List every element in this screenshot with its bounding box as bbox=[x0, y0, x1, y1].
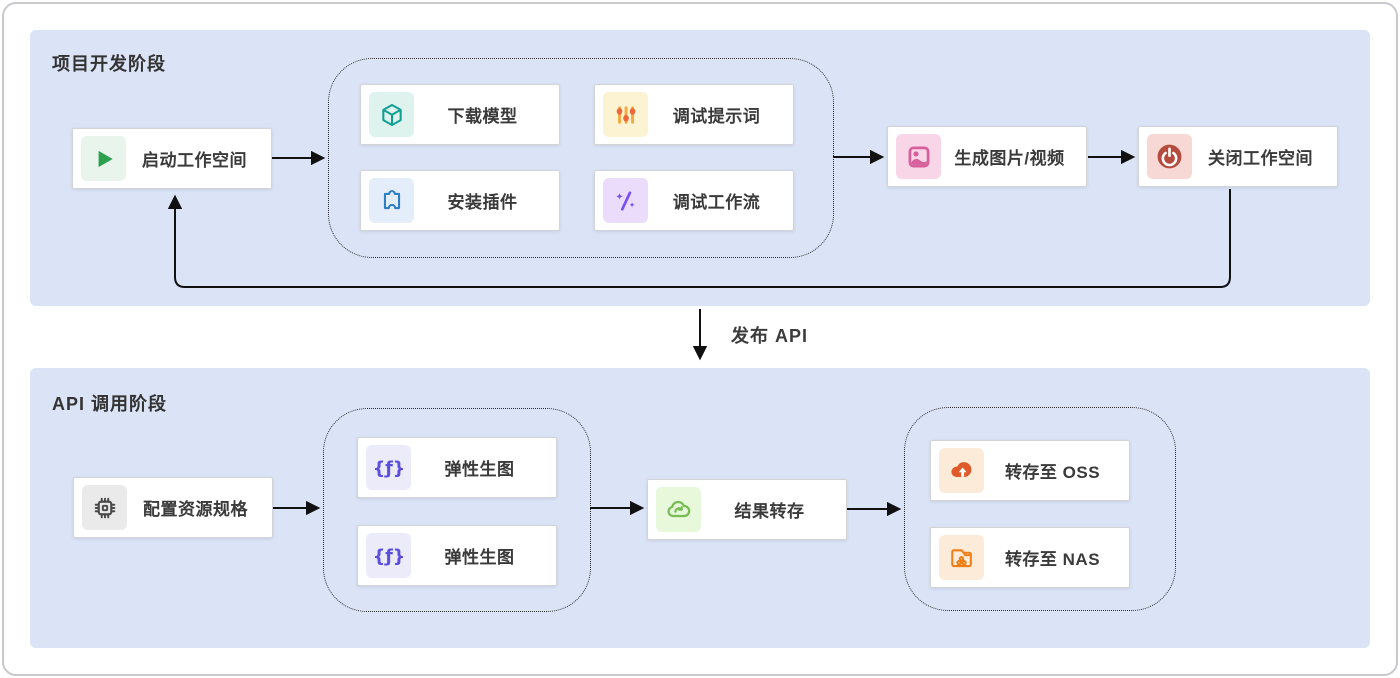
node-label: 关闭工作空间 bbox=[1208, 149, 1313, 168]
node-close-workspace: 关闭工作空间 bbox=[1138, 126, 1338, 187]
node-label: 转存至 NAS bbox=[1004, 550, 1101, 569]
node-elastic-gen-1: {ƒ} 弹性生图 bbox=[357, 437, 557, 498]
power-icon bbox=[1147, 134, 1192, 179]
node-transfer-oss: 转存至 OSS bbox=[930, 440, 1130, 501]
svg-text:{ƒ}: {ƒ} bbox=[375, 458, 403, 478]
cloud-sync-icon bbox=[656, 487, 701, 532]
node-install-plugin: 安装插件 bbox=[360, 170, 560, 231]
node-label: 弹性生图 bbox=[444, 548, 515, 567]
node-debug-prompt: 调试提示词 bbox=[594, 84, 794, 145]
node-label: 转存至 OSS bbox=[1004, 463, 1101, 482]
dev-phase-title: 项目开发阶段 bbox=[52, 54, 166, 74]
node-result-transfer: 结果转存 bbox=[647, 479, 847, 540]
function-icon: {ƒ} bbox=[366, 533, 411, 578]
node-elastic-gen-2: {ƒ} 弹性生图 bbox=[357, 525, 557, 586]
node-label: 调试工作流 bbox=[672, 193, 761, 212]
image-icon bbox=[896, 134, 941, 179]
node-debug-workflow: 调试工作流 bbox=[594, 170, 794, 231]
node-label: 弹性生图 bbox=[444, 460, 515, 479]
node-config-resource: 配置资源规格 bbox=[73, 477, 273, 538]
chip-icon bbox=[82, 485, 127, 530]
node-label: 下载模型 bbox=[447, 107, 518, 126]
node-transfer-nas: 转存至 NAS bbox=[930, 527, 1130, 588]
node-label: 调试提示词 bbox=[672, 107, 761, 126]
sliders-icon bbox=[603, 92, 648, 137]
cube-icon bbox=[369, 92, 414, 137]
transfer-targets-group bbox=[904, 407, 1176, 611]
node-start-workspace: 启动工作空间 bbox=[72, 128, 272, 189]
node-label: 启动工作空间 bbox=[142, 151, 247, 170]
sparkles-slash-icon bbox=[603, 178, 648, 223]
node-download-model: 下载模型 bbox=[360, 84, 560, 145]
node-label: 结果转存 bbox=[734, 502, 805, 521]
function-icon: {ƒ} bbox=[366, 445, 411, 490]
node-label: 安装插件 bbox=[447, 193, 518, 212]
node-generate-media: 生成图片/视频 bbox=[887, 126, 1087, 187]
svg-text:{ƒ}: {ƒ} bbox=[375, 546, 403, 566]
elastic-gen-group bbox=[323, 408, 591, 612]
folder-network-icon bbox=[939, 535, 984, 580]
node-label: 配置资源规格 bbox=[143, 500, 248, 519]
node-label: 生成图片/视频 bbox=[954, 149, 1065, 168]
publish-api-label: 发布 API bbox=[731, 326, 809, 346]
cloud-upload-icon bbox=[939, 448, 984, 493]
play-icon bbox=[81, 136, 126, 181]
puzzle-icon bbox=[369, 178, 414, 223]
api-phase-title: API 调用阶段 bbox=[52, 394, 168, 414]
